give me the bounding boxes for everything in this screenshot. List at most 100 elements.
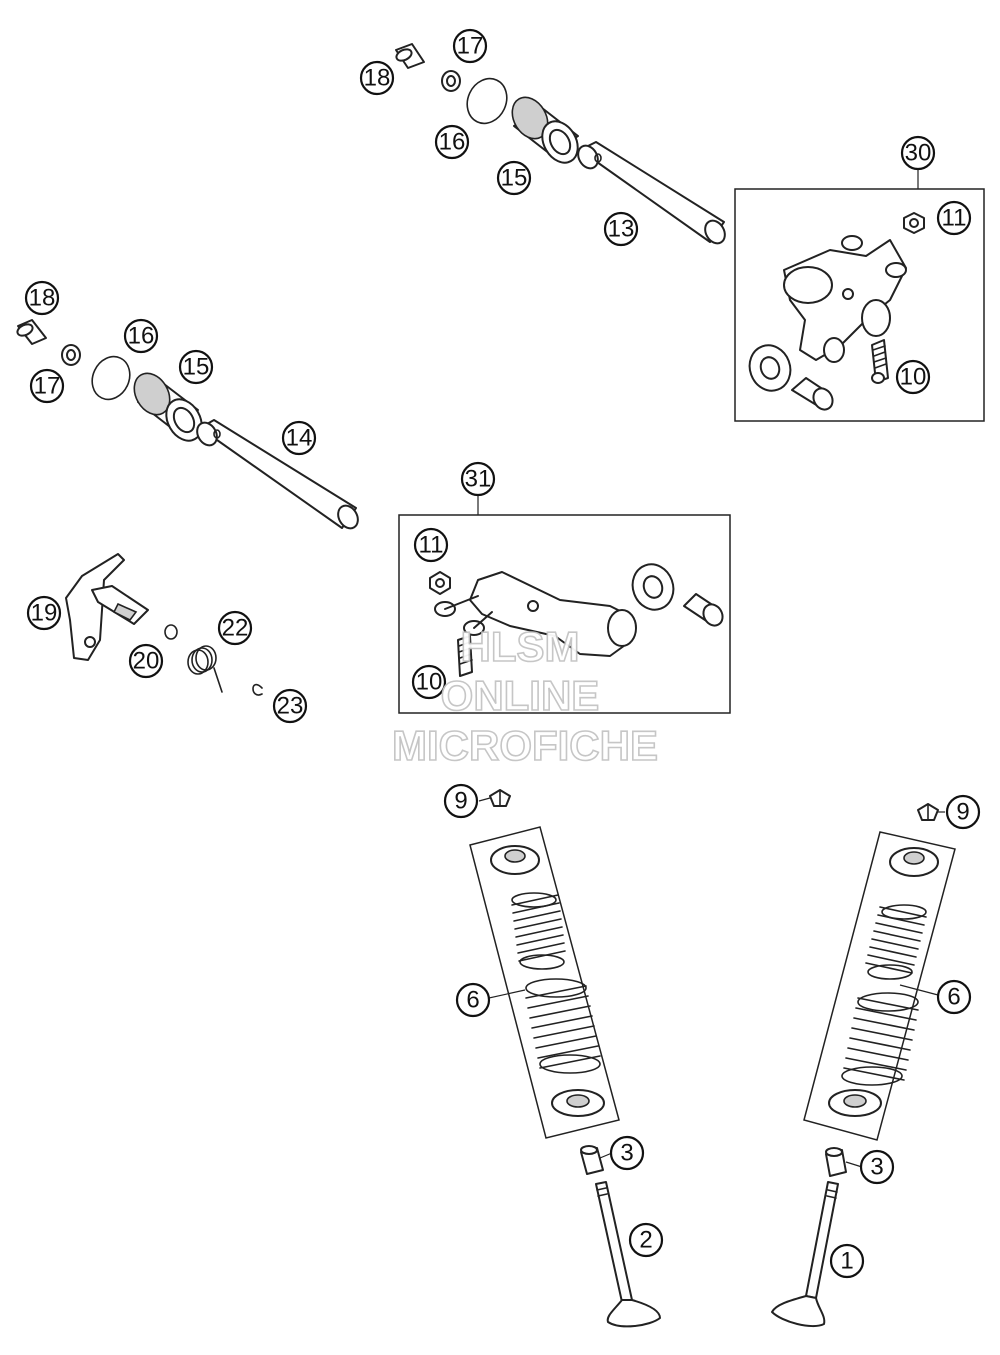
screw-18-left xyxy=(16,319,47,345)
rocker-kit-31 xyxy=(398,496,731,714)
svg-text:20: 20 xyxy=(133,648,160,675)
callout-30: 30 xyxy=(900,135,936,171)
nut-11-kit30 xyxy=(903,212,925,234)
cotter-9-left xyxy=(489,789,511,807)
watermark-line-2: ONLINE xyxy=(441,672,600,719)
watermark: HLSM ONLINE MICROFICHE xyxy=(391,622,659,770)
spring-seat-right xyxy=(828,1089,882,1117)
clip-23 xyxy=(252,683,263,696)
svg-text:15: 15 xyxy=(183,354,210,381)
ring-20 xyxy=(164,624,178,640)
svg-text:2: 2 xyxy=(639,1227,652,1254)
valve-1 xyxy=(771,1181,839,1328)
callout-19: 19 xyxy=(26,595,62,631)
svg-text:19: 19 xyxy=(31,600,58,627)
valve-2 xyxy=(595,1181,661,1328)
lever-19 xyxy=(65,553,149,661)
svg-text:30: 30 xyxy=(905,140,932,167)
callout-3-right: 3 xyxy=(859,1149,895,1185)
roller-kit31 xyxy=(631,563,675,611)
svg-text:31: 31 xyxy=(465,466,492,493)
svg-text:10: 10 xyxy=(900,364,927,391)
callout-6-left: 6 xyxy=(455,982,491,1018)
svg-text:17: 17 xyxy=(34,373,61,400)
rocker-arm-kit30 xyxy=(783,235,907,363)
svg-text:6: 6 xyxy=(947,984,960,1011)
svg-text:10: 10 xyxy=(416,669,443,696)
svg-text:9: 9 xyxy=(956,799,969,826)
inner-spring-left xyxy=(511,892,566,970)
pin-kit31 xyxy=(683,593,724,627)
o-ring-16-left xyxy=(91,355,131,401)
callout-9-left: 9 xyxy=(443,783,479,819)
svg-text:9: 9 xyxy=(454,788,467,815)
callout-14: 14 xyxy=(281,420,317,456)
watermark-line-1: HLSM xyxy=(461,623,580,670)
spring-seat-left xyxy=(551,1089,605,1117)
svg-text:14: 14 xyxy=(286,425,313,452)
retainer-left xyxy=(490,845,540,875)
valve-seal-3-left xyxy=(580,1145,604,1175)
callout-18-upper: 18 xyxy=(359,60,395,96)
callout-6-right: 6 xyxy=(936,979,972,1015)
rocker-arm-kit31 xyxy=(434,571,637,657)
callout-9-right: 9 xyxy=(945,794,981,830)
callout-17-upper: 17 xyxy=(452,28,488,64)
spring-kit-6-right-box xyxy=(803,831,956,1141)
callout-1: 1 xyxy=(829,1243,865,1279)
roller-kit30 xyxy=(748,344,792,392)
callout-3-left: 3 xyxy=(609,1135,645,1171)
screw-10-kit31 xyxy=(457,635,473,677)
svg-text:3: 3 xyxy=(620,1140,633,1167)
watermark-line-3: MICROFICHE xyxy=(392,722,658,769)
bushing-15-upper xyxy=(511,96,579,164)
svg-text:16: 16 xyxy=(439,129,466,156)
svg-text:16: 16 xyxy=(128,323,155,350)
svg-text:18: 18 xyxy=(29,285,56,312)
callout-18-left: 18 xyxy=(24,280,60,316)
svg-text:6: 6 xyxy=(466,987,479,1014)
svg-text:1: 1 xyxy=(840,1248,853,1275)
outer-spring-left xyxy=(525,978,601,1074)
upper-shaft-assembly xyxy=(395,43,726,245)
svg-text:3: 3 xyxy=(870,1154,883,1181)
callout-2: 2 xyxy=(628,1222,664,1258)
bushing-15-left xyxy=(133,372,203,442)
callout-23: 23 xyxy=(272,688,308,724)
pin-kit30 xyxy=(791,377,834,411)
svg-text:23: 23 xyxy=(277,693,304,720)
callout-17-left: 17 xyxy=(29,368,65,404)
callout-11-kit30: 11 xyxy=(936,200,972,236)
callout-10-kit31: 10 xyxy=(411,664,447,700)
retainer-right xyxy=(889,847,939,877)
right-valve-assembly xyxy=(771,803,956,1328)
callout-22: 22 xyxy=(217,610,253,646)
valve-seal-3-right xyxy=(825,1147,847,1177)
screw-18-upper xyxy=(395,43,425,69)
svg-text:13: 13 xyxy=(608,216,635,243)
cotter-9-right xyxy=(917,803,939,821)
inner-spring-right xyxy=(865,904,927,980)
o-ring-16-upper xyxy=(466,77,508,125)
svg-text:17: 17 xyxy=(457,33,484,60)
callout-10-kit30: 10 xyxy=(895,359,931,395)
shaft-13 xyxy=(577,141,726,245)
screw-10-kit30 xyxy=(871,339,889,384)
callouts: 17 18 16 15 13 30 11 10 18 16 15 17 14 3… xyxy=(24,28,981,1279)
lever-assembly xyxy=(65,553,263,696)
svg-text:22: 22 xyxy=(222,615,249,642)
nut-11-kit31 xyxy=(429,571,451,595)
left-valve-assembly xyxy=(469,789,661,1328)
callout-13: 13 xyxy=(603,211,639,247)
shaft-14 xyxy=(196,419,359,530)
callout-16-upper: 16 xyxy=(434,124,470,160)
left-shaft-assembly xyxy=(16,319,359,530)
svg-text:18: 18 xyxy=(364,65,391,92)
callout-11-kit31: 11 xyxy=(413,527,449,563)
callout-15-upper: 15 xyxy=(496,160,532,196)
svg-text:15: 15 xyxy=(501,165,528,192)
svg-text:11: 11 xyxy=(419,532,444,559)
callout-15-left: 15 xyxy=(178,349,214,385)
callout-31: 31 xyxy=(460,461,496,497)
